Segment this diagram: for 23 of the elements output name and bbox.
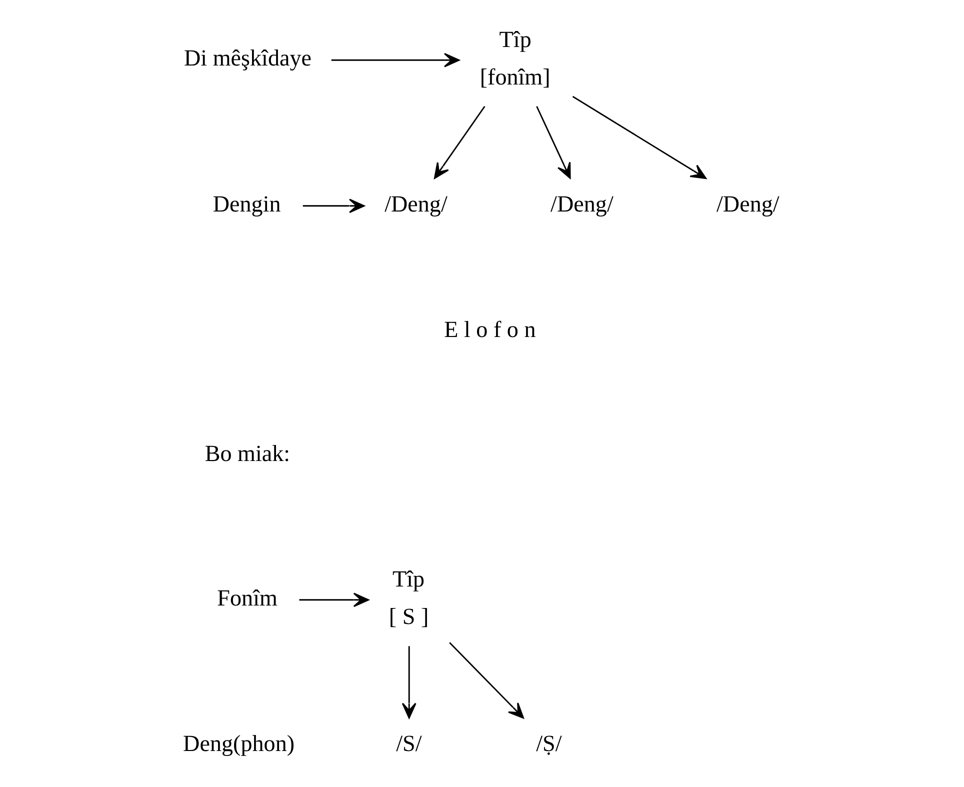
node-text: /S/	[396, 730, 422, 756]
node-text: [fonîm]	[480, 63, 550, 90]
node-text: Dengin	[212, 190, 281, 216]
node-text: /Deng/	[550, 190, 614, 216]
arrow	[434, 106, 486, 179]
arrow	[402, 646, 416, 719]
arrow	[536, 106, 571, 179]
label: Deng(phon)	[183, 730, 295, 756]
node-text: /Deng/	[384, 190, 448, 216]
node-text: Fonîm	[217, 584, 278, 610]
arrow	[449, 642, 524, 719]
node-text: /Deng/	[716, 190, 780, 216]
label: E l o f o n	[444, 316, 536, 342]
node-label: Tîp	[499, 26, 532, 52]
arrow	[302, 198, 365, 214]
node-text: /Ṣ/	[536, 730, 562, 756]
arrow	[299, 592, 370, 608]
node-text: [ S ]	[388, 603, 429, 630]
label: Bo miak:	[204, 440, 290, 466]
node-label: Tîp	[392, 566, 425, 592]
arrow	[331, 52, 460, 68]
arrow	[572, 96, 707, 180]
node-text: Di mêşkîdaye	[184, 44, 312, 71]
